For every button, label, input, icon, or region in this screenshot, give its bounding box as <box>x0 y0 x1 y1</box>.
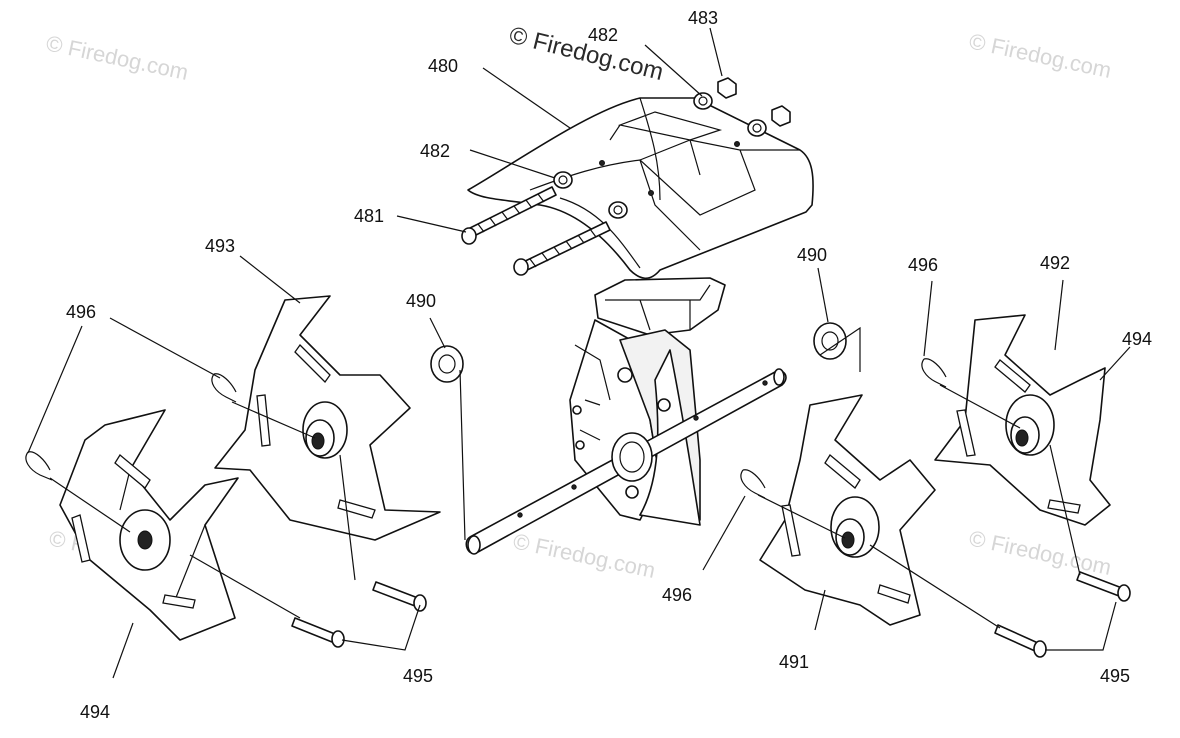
callout-490-right: 490 <box>797 245 827 265</box>
part-480-shield <box>467 97 814 280</box>
part-494-tine-left <box>59 409 239 641</box>
part-495-pins <box>291 571 1131 658</box>
watermark-main: © Firedog.com <box>507 22 667 86</box>
callout-482-top: 482 <box>588 25 618 45</box>
axle-shaft <box>465 368 787 555</box>
callout-494-left: 494 <box>80 702 110 722</box>
callout-495-right: 495 <box>1100 666 1130 686</box>
callout-480: 480 <box>428 56 458 76</box>
callout-496-right: 496 <box>908 255 938 275</box>
callout-492: 492 <box>1040 253 1070 273</box>
callout-482-left: 482 <box>420 141 450 161</box>
watermark-mid-center: © Firedog.com <box>511 528 658 583</box>
callout-491: 491 <box>779 652 809 672</box>
watermark-top-left: © Firedog.com <box>44 30 191 85</box>
part-496-clips <box>25 358 947 499</box>
part-491-tine-right <box>759 394 936 626</box>
callout-481: 481 <box>354 206 384 226</box>
callout-496-left: 496 <box>66 302 96 322</box>
watermark-mid-right: © Firedog.com <box>967 525 1114 580</box>
callout-496-center: 496 <box>662 585 692 605</box>
callout-483: 483 <box>688 8 718 28</box>
part-490-washers <box>430 322 847 383</box>
callout-490-left: 490 <box>406 291 436 311</box>
part-493-tine-left-back <box>214 295 441 541</box>
leader-lines <box>27 27 1131 679</box>
watermark-top-right: © Firedog.com <box>967 28 1114 83</box>
callout-493: 493 <box>205 236 235 256</box>
callout-labels: 480 481 482 482 483 490 490 491 492 493 … <box>66 8 1152 722</box>
callout-494-right: 494 <box>1122 329 1152 349</box>
part-492-tine-right-back <box>934 314 1111 526</box>
part-482-483-hardware <box>553 77 791 219</box>
callout-495-left: 495 <box>403 666 433 686</box>
